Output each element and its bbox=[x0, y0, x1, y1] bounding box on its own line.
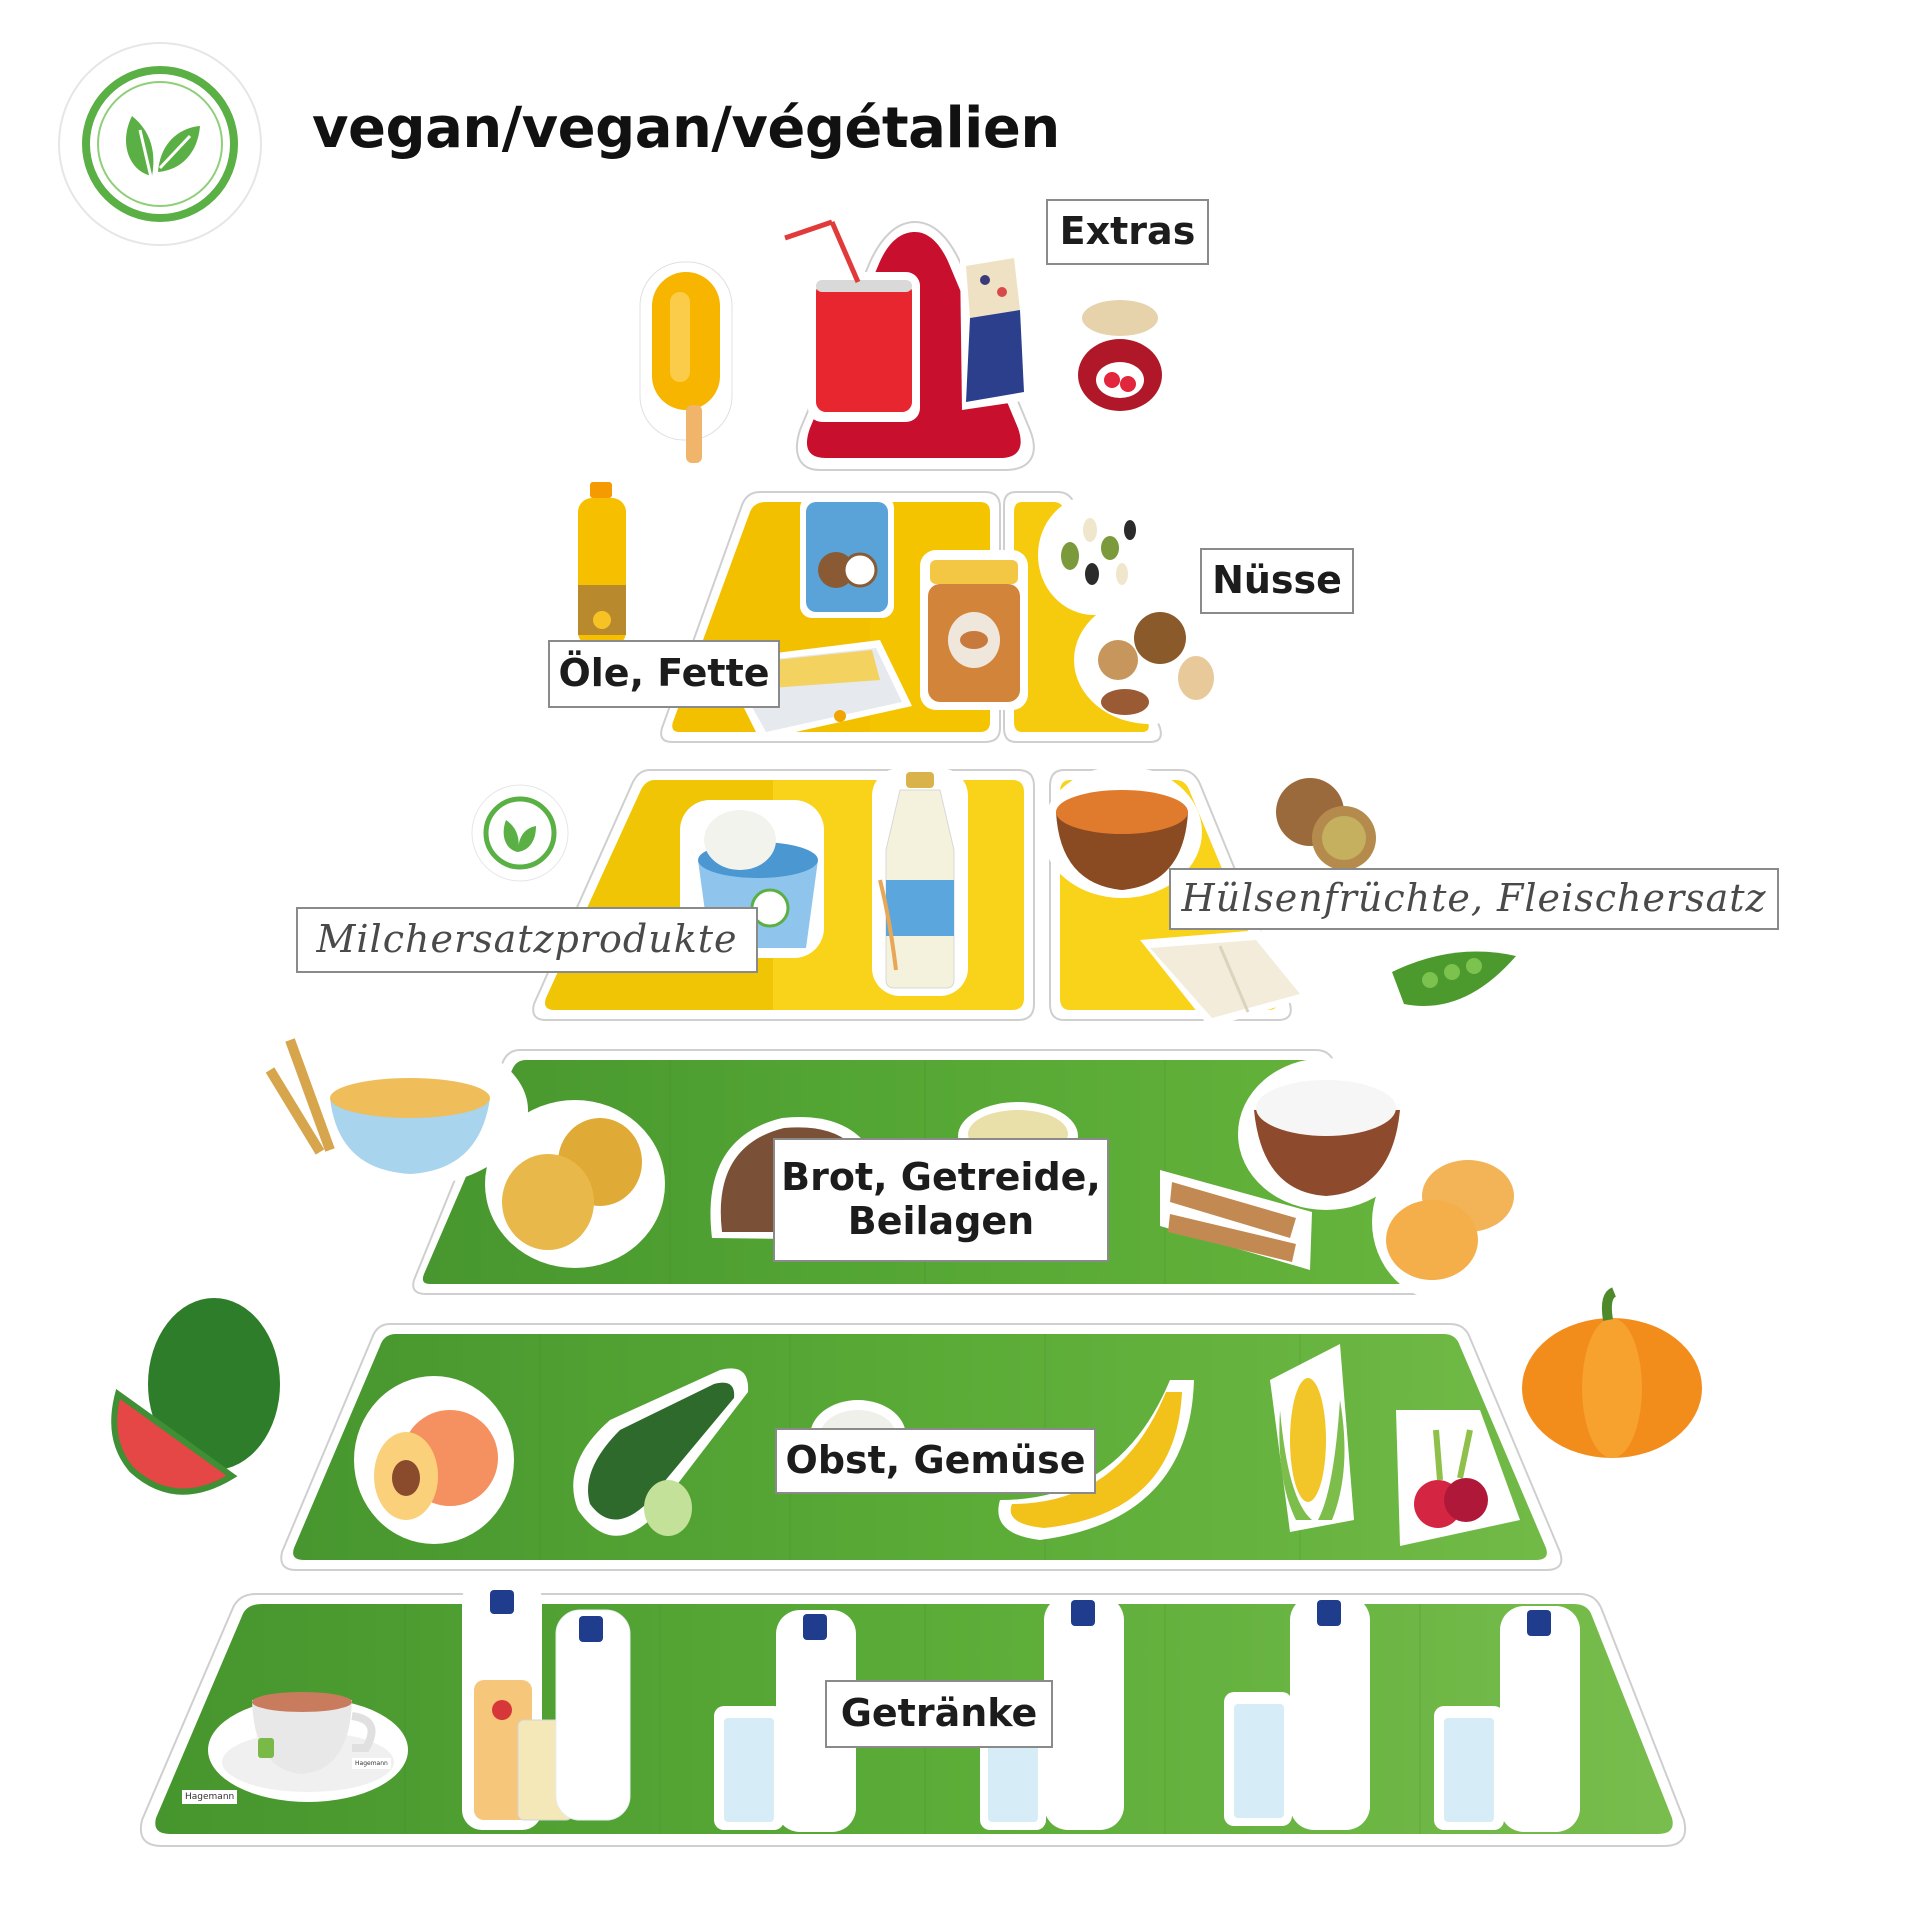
walnut-almond-hazelnut-icon bbox=[1074, 596, 1226, 724]
label-fruit-vegetables-text: Obst, Gemüse bbox=[785, 1438, 1086, 1483]
label-drinks-text: Getränke bbox=[840, 1691, 1038, 1736]
coconut-milk-can-icon bbox=[800, 496, 894, 618]
vegan-logo-badge bbox=[60, 44, 260, 244]
falafel-icon bbox=[1252, 752, 1404, 904]
water-bottles-row bbox=[714, 1596, 1580, 1832]
label-drinks: Getränke bbox=[825, 1680, 1053, 1748]
label-dairy-alternatives-text: Milchersatzprodukte bbox=[316, 917, 738, 962]
corn-icon bbox=[1270, 1344, 1354, 1532]
label-grains-line1: Brot, Getreide, bbox=[781, 1155, 1101, 1200]
label-grains: Brot, Getreide, Beilagen bbox=[773, 1138, 1109, 1262]
watermelon-icon bbox=[104, 1288, 288, 1508]
pea-pod-icon bbox=[1378, 943, 1530, 1014]
label-oils-fats: Öle, Fette bbox=[548, 640, 780, 708]
tea-cup-icon bbox=[208, 1692, 408, 1802]
popsicle-icon bbox=[639, 261, 733, 463]
lentil-bowl-icon bbox=[1042, 766, 1202, 898]
label-extras: Extras bbox=[1046, 199, 1209, 265]
soda-can-icon bbox=[784, 219, 920, 422]
oat-bowl-wheat-icon bbox=[252, 1030, 528, 1190]
bread-rolls-icon bbox=[1372, 1142, 1524, 1302]
peanut-butter-jar-icon bbox=[920, 550, 1028, 710]
label-grains-line2: Beilagen bbox=[847, 1199, 1035, 1243]
oil-bottle-icon bbox=[568, 478, 636, 648]
label-oils-fats-text: Öle, Fette bbox=[558, 651, 770, 696]
label-nuts: Nüsse bbox=[1200, 548, 1354, 614]
vegan-badge-icon bbox=[471, 784, 569, 882]
radish-icon bbox=[1396, 1410, 1520, 1546]
water-bottle-icon bbox=[555, 1609, 631, 1821]
seeds-mix-icon bbox=[1038, 495, 1150, 615]
label-extras-text: Extras bbox=[1059, 209, 1196, 254]
penne-pasta-icon bbox=[1160, 1170, 1312, 1270]
cereal-bar-icon bbox=[960, 250, 1030, 410]
potatoes-icon bbox=[485, 1100, 665, 1268]
label-nuts-text: Nüsse bbox=[1212, 558, 1342, 603]
label-dairy-alternatives: Milchersatzprodukte bbox=[296, 907, 758, 973]
brand-logo-teacup: Hagemann bbox=[352, 1758, 391, 1769]
tofu-icon bbox=[1140, 930, 1312, 1028]
pumpkin-icon bbox=[1516, 1287, 1708, 1466]
label-legumes-text: Hülsenfrüchte, Fleischersatz bbox=[1181, 876, 1767, 921]
jam-jar-icon bbox=[1065, 300, 1175, 413]
banana-icon bbox=[998, 1380, 1194, 1540]
page-title: vegan/vegan/végétalien bbox=[312, 96, 1060, 161]
rice-bowl-icon bbox=[1238, 1058, 1414, 1210]
brand-logo-bottom-left: Hagemann bbox=[182, 1790, 238, 1804]
label-legumes: Hülsenfrüchte, Fleischersatz bbox=[1169, 868, 1779, 930]
vegan-leaf-badge-icon bbox=[82, 66, 238, 222]
peach-icon bbox=[354, 1376, 514, 1544]
cucumber-icon bbox=[573, 1368, 749, 1536]
oat-milk-bottle-icon bbox=[872, 768, 968, 996]
label-fruit-vegetables: Obst, Gemüse bbox=[775, 1428, 1096, 1494]
